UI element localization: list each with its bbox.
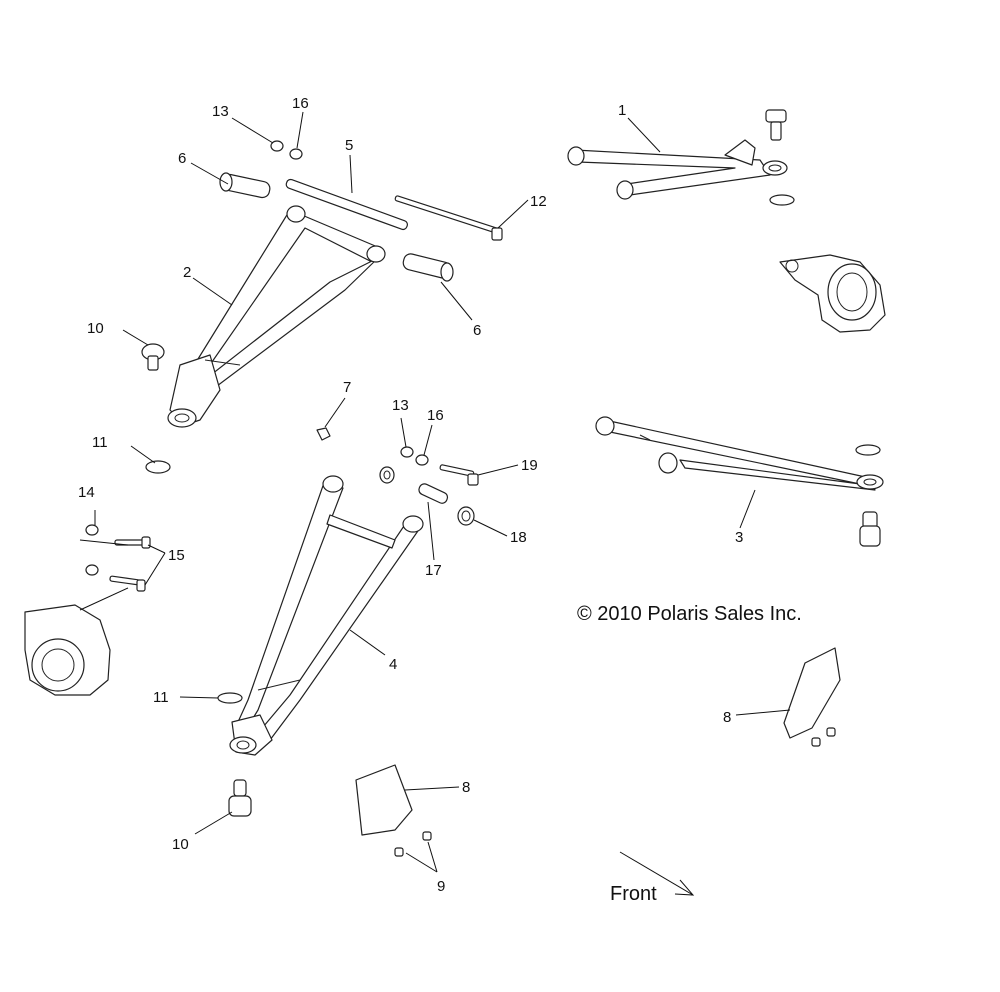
ball-joint-upper-right [765, 109, 787, 141]
upper-a-arm-left [167, 205, 386, 428]
callout-19: 19 [521, 457, 538, 474]
screws [394, 727, 836, 857]
pivot-tube [285, 178, 408, 231]
ball-joint-lower-left [228, 779, 252, 817]
ball-joint-upper-left [141, 343, 165, 371]
callout-16b: 16 [427, 407, 444, 424]
callout-18: 18 [510, 529, 527, 546]
bushing-upper-left-a [219, 172, 271, 199]
callout-4: 4 [389, 656, 397, 673]
skid-plate-right [783, 647, 841, 739]
callout-6b: 6 [473, 322, 481, 339]
snap-ring-upper-left [145, 460, 171, 474]
steering-knuckle-right [779, 254, 886, 333]
front-arrow [619, 851, 695, 896]
callout-3: 3 [735, 529, 743, 546]
callout-1: 1 [618, 102, 626, 119]
copyright-notice: © 2010 Polaris Sales Inc. [577, 603, 802, 625]
spacer-tube-lower [418, 483, 449, 504]
callout-11a: 11 [92, 434, 108, 451]
ball-joint-lower-right [859, 511, 881, 547]
skid-plate-left [355, 764, 413, 836]
lower-a-arm-left [229, 475, 424, 756]
pivot-bolt-upper [394, 195, 503, 241]
callout-17: 17 [425, 562, 442, 579]
pivot-bolt-lower [439, 464, 479, 486]
callout-11b: 11 [153, 689, 169, 706]
callout-14: 14 [78, 484, 95, 501]
snap-ring-lower-left [217, 692, 243, 704]
snap-ring-upper-right [769, 194, 795, 206]
lock-nut-upper [270, 140, 284, 152]
callout-13b: 13 [392, 397, 409, 414]
callout-9: 9 [437, 878, 445, 895]
callout-12: 12 [530, 193, 547, 210]
callout-10a: 10 [87, 320, 104, 337]
small-bolt [316, 427, 331, 441]
callout-10b: 10 [172, 836, 189, 853]
callout-2: 2 [183, 264, 191, 281]
upper-a-arm-right [567, 139, 788, 200]
callout-8b: 8 [723, 709, 731, 726]
callout-labels: 1 2 3 4 5 6 6 7 8 8 9 10 10 11 11 12 13 … [78, 95, 743, 895]
callout-5: 5 [345, 137, 353, 154]
callout-15: 15 [168, 547, 185, 564]
callout-6a: 6 [178, 150, 186, 167]
bushing-lower-a [379, 466, 395, 484]
leader-lines [79, 111, 791, 873]
bushing-upper-left-b [402, 253, 454, 282]
washer-lower [415, 454, 429, 466]
callout-8a: 8 [462, 779, 470, 796]
callout-13a: 13 [212, 103, 229, 120]
bushing-lower-b [457, 506, 475, 526]
snap-ring-lower-right [855, 444, 881, 456]
callout-16a: 16 [292, 95, 309, 112]
lower-a-arm-right [595, 416, 884, 491]
steering-knuckle-left [24, 604, 111, 696]
lock-nut-lower [400, 446, 414, 458]
knuckle-bolts-left [85, 524, 151, 592]
front-label: Front [610, 883, 657, 905]
washer-upper [289, 148, 303, 160]
callout-7: 7 [343, 379, 351, 396]
